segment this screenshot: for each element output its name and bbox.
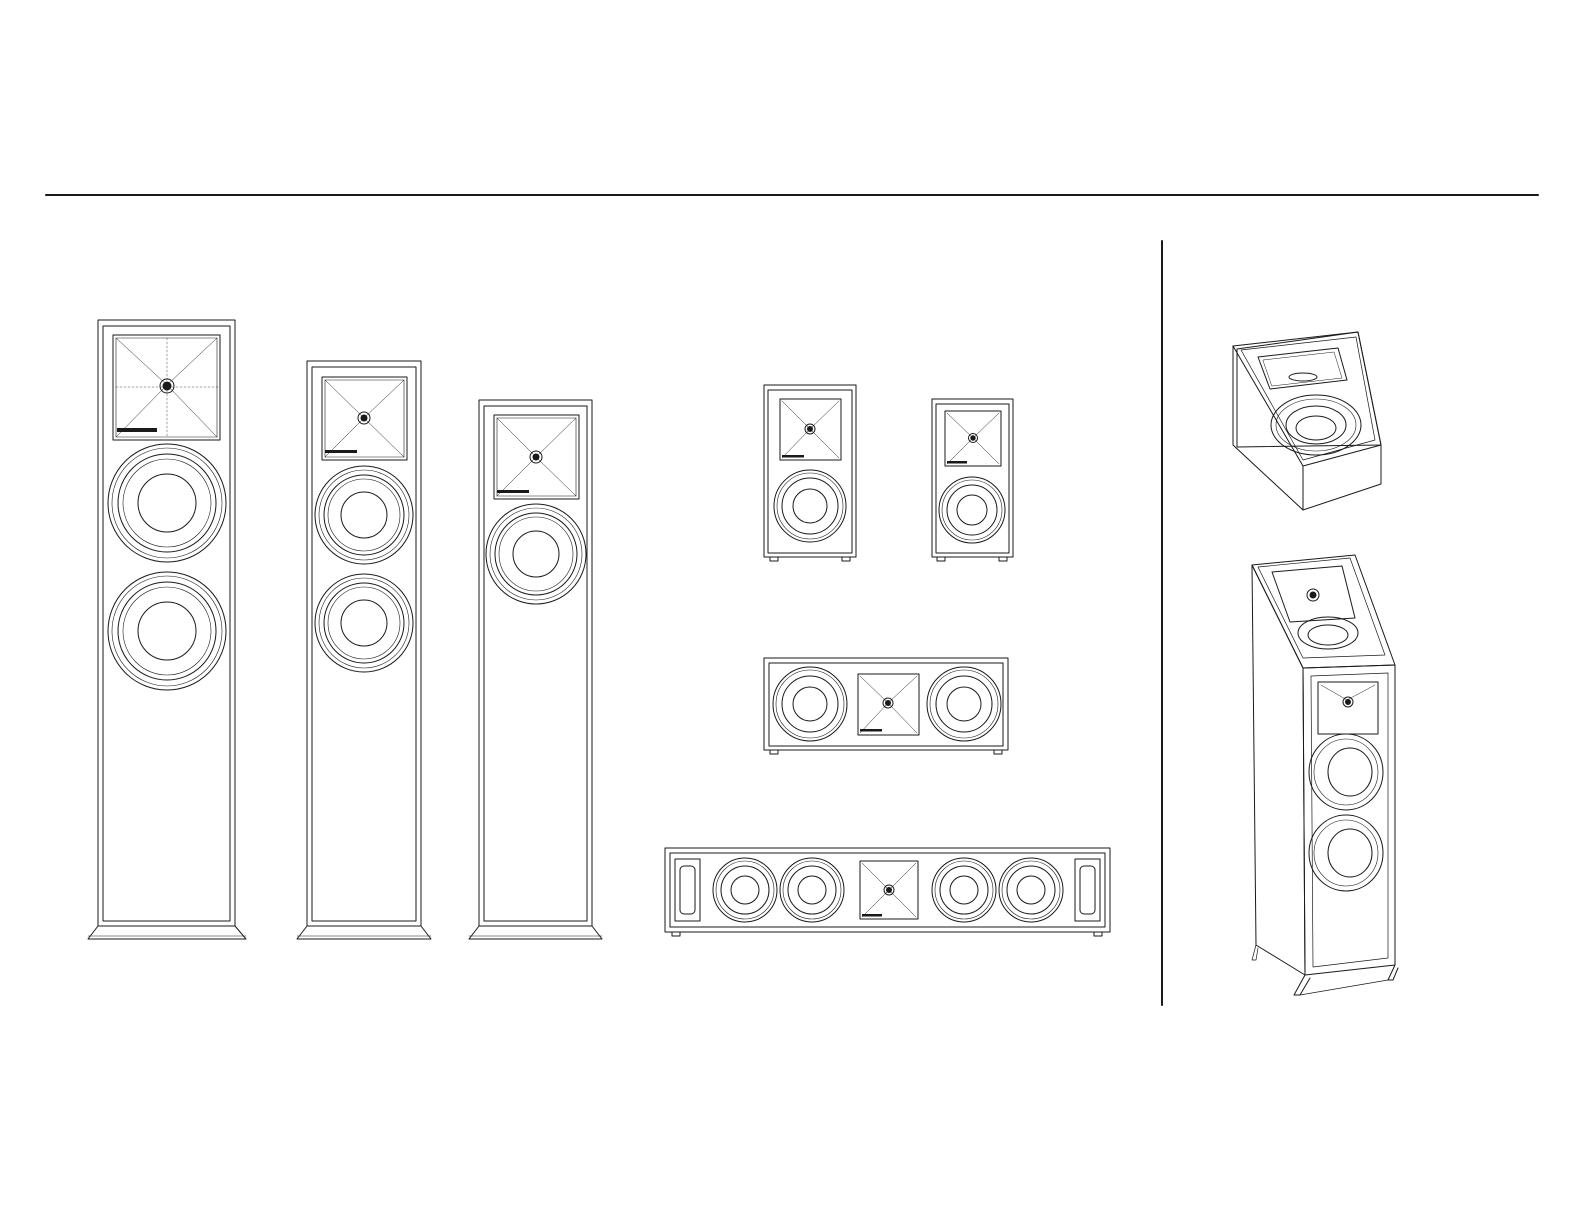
tweeter-horn	[945, 411, 1001, 466]
floorstanding-speaker-small	[469, 400, 602, 939]
woofer	[713, 858, 777, 922]
woofer	[1309, 815, 1383, 891]
woofer	[774, 470, 846, 542]
woofer	[486, 504, 586, 604]
woofer	[999, 858, 1063, 922]
tweeter-horn	[860, 861, 918, 919]
elevation-speaker	[1233, 332, 1381, 510]
bookshelf-speaker-large	[764, 385, 856, 561]
tweeter-horn	[1318, 682, 1378, 734]
floorstanding-speaker-medium	[297, 361, 431, 939]
port	[1075, 859, 1100, 921]
woofer	[939, 477, 1005, 543]
woofer	[780, 858, 844, 922]
floorstanding-speaker-with-elevation-module	[1252, 555, 1398, 995]
woofer	[773, 667, 847, 741]
tweeter-horn	[1272, 566, 1355, 622]
tweeter-horn	[322, 377, 407, 460]
tweeter-horn	[113, 335, 220, 440]
woofer	[1298, 617, 1358, 649]
bookshelf-speaker-small	[932, 399, 1013, 561]
center-channel-speaker	[764, 658, 1008, 754]
tweeter-horn	[1258, 348, 1347, 389]
tweeter-horn	[780, 399, 841, 460]
port	[675, 859, 700, 921]
woofer	[108, 572, 226, 690]
woofer	[315, 574, 413, 672]
woofer	[932, 858, 996, 922]
tweeter-horn	[858, 674, 919, 735]
woofer	[1309, 734, 1383, 810]
woofer	[315, 466, 413, 564]
woofer	[108, 444, 226, 562]
floorstanding-speaker-large	[88, 320, 246, 939]
tweeter-horn	[494, 415, 579, 499]
center-channel-speaker-wide	[665, 848, 1110, 936]
woofer	[927, 667, 1001, 741]
